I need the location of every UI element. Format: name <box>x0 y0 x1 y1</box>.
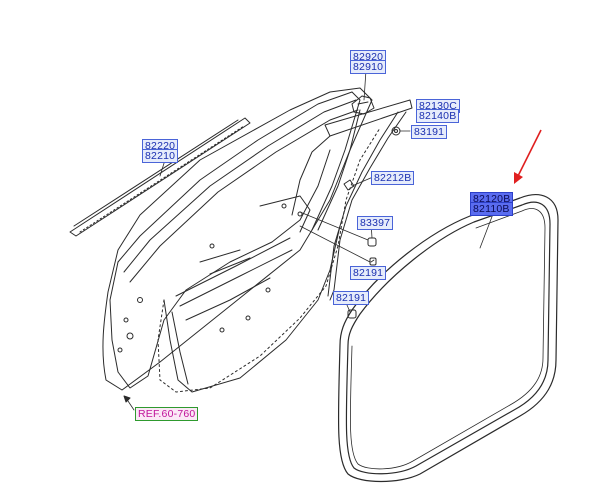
callout-82110b[interactable]: 82110B <box>470 202 513 216</box>
clip-82920 <box>351 95 375 115</box>
clip-82191-upper <box>369 257 377 266</box>
callout-82910[interactable]: 82910 <box>350 60 387 74</box>
callout-82191-upper[interactable]: 82191 <box>350 266 387 280</box>
callout-83191[interactable]: 83191 <box>411 125 448 139</box>
door-outer-panel <box>102 87 373 391</box>
door-inner-panel <box>109 149 331 389</box>
clip-82212b <box>343 179 355 191</box>
callout-82140b[interactable]: 82140B <box>416 109 460 123</box>
callout-82191-lower[interactable]: 82191 <box>333 291 370 305</box>
callout-83397[interactable]: 83397 <box>357 216 394 230</box>
callout-82212b[interactable]: 82212B <box>371 171 415 185</box>
callout-82210[interactable]: 82210 <box>142 149 179 163</box>
belt-moulding <box>69 117 251 237</box>
callout-ref-60-760[interactable]: REF.60-760 <box>135 407 199 421</box>
pointer-arrow <box>514 129 542 184</box>
door-frame-sash <box>117 91 353 263</box>
door-weatherstrip-inner <box>157 127 381 393</box>
grommet-83397 <box>367 237 377 247</box>
door-pillar <box>324 99 413 137</box>
panel-holes <box>117 203 303 353</box>
